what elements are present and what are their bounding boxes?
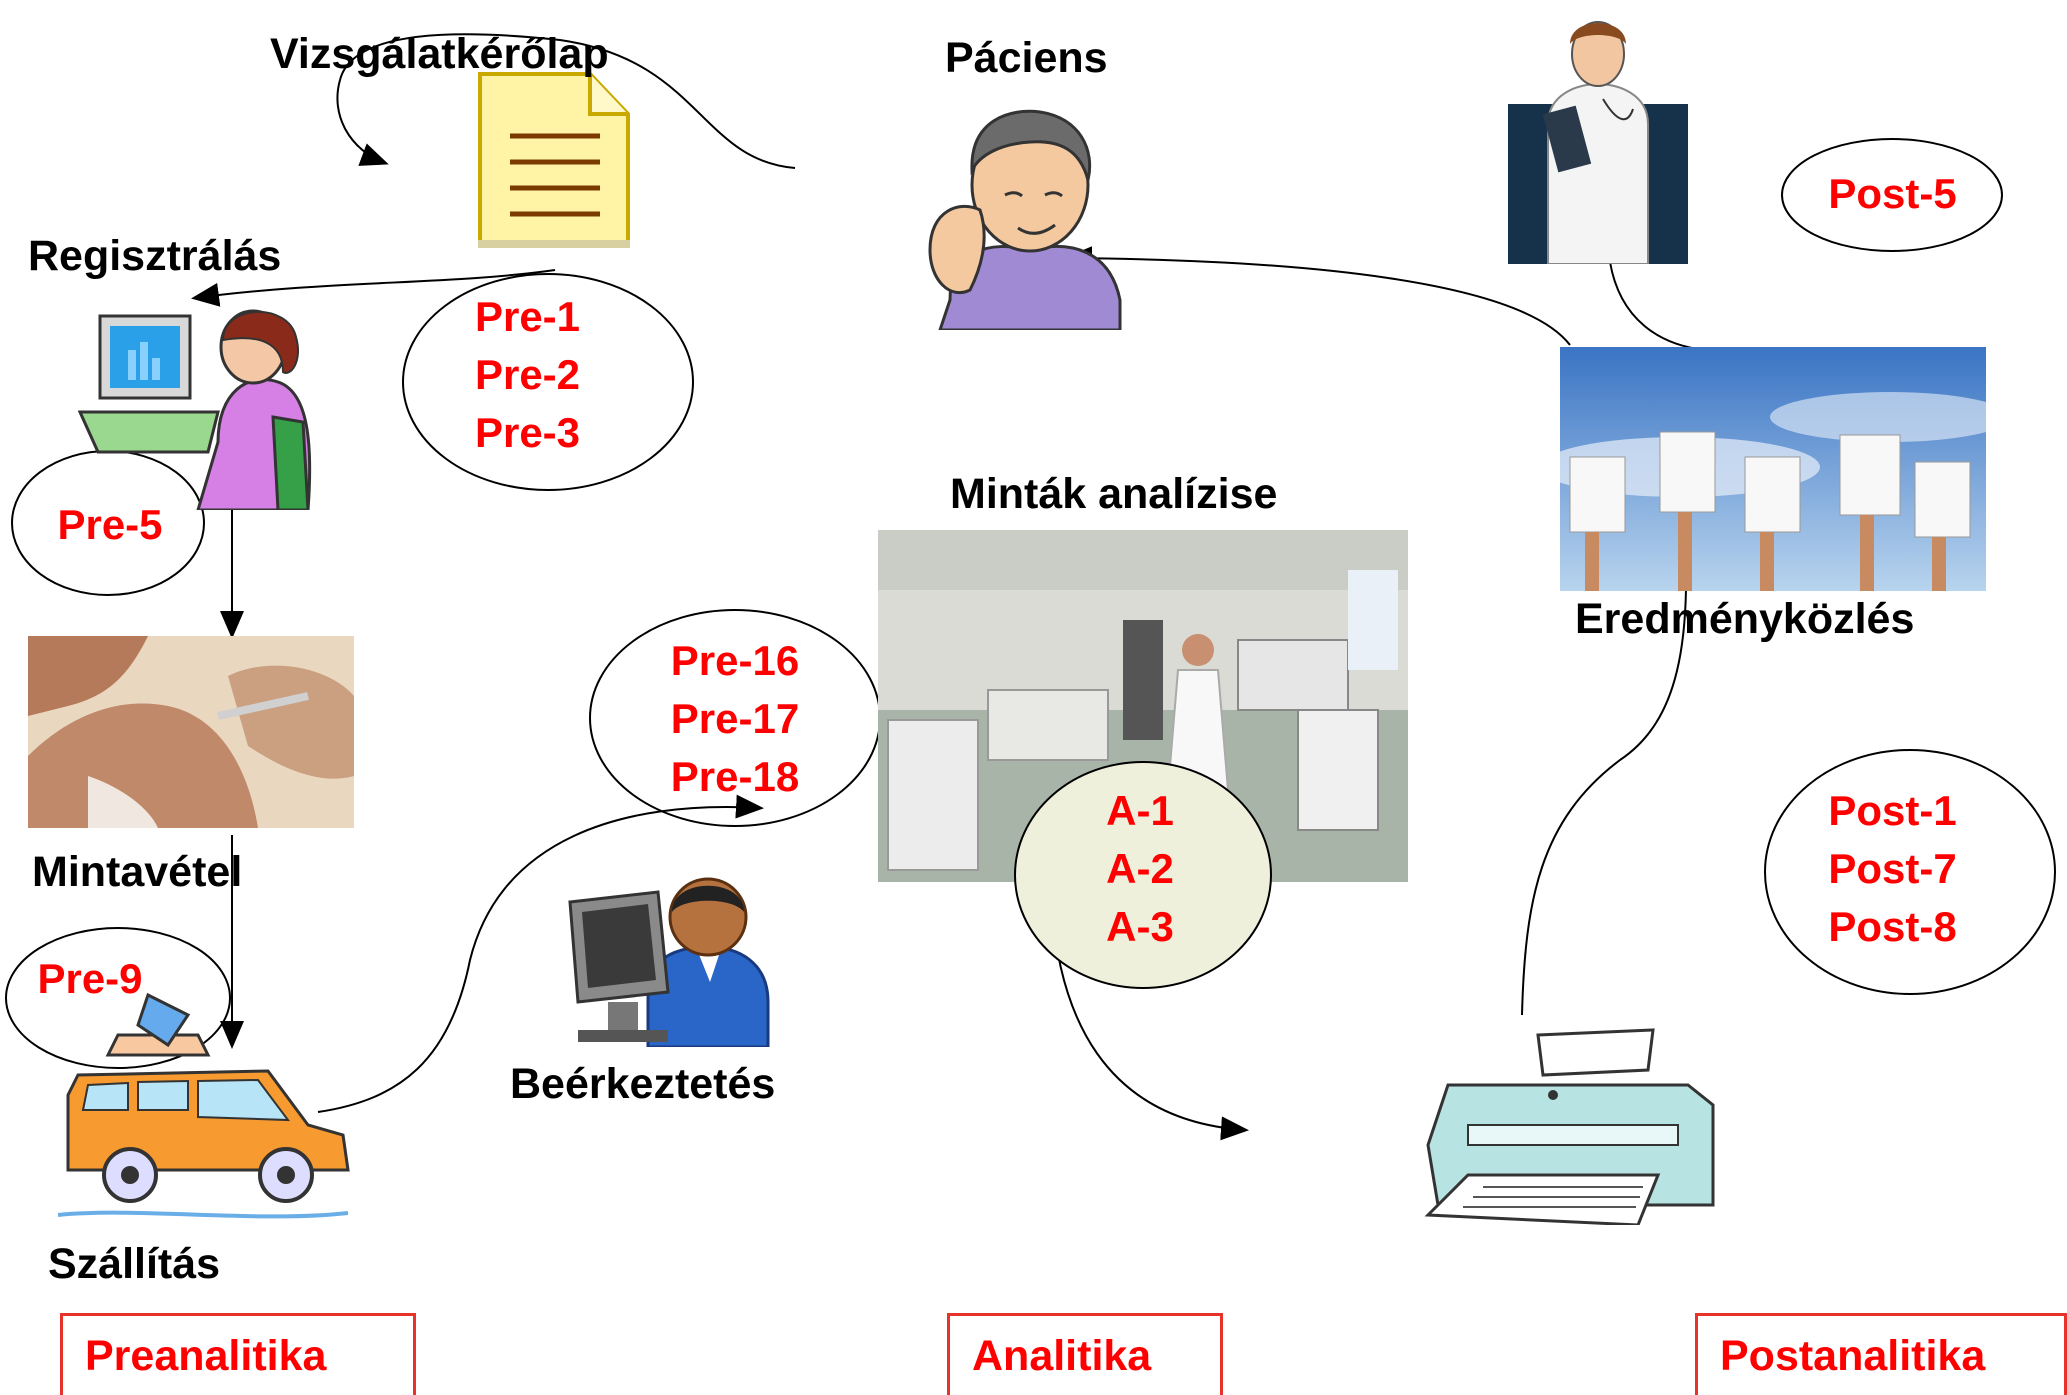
phase-analytics: Analitika (947, 1313, 1223, 1395)
sampling-label: Mintavétel (32, 848, 243, 896)
code-pre-18: Pre-18 (670, 753, 800, 800)
code-pre-9: Pre-9 (37, 955, 143, 1002)
a-codes: A-1 A-2 A-3 (1060, 782, 1220, 956)
code-a-1: A-1 (1106, 787, 1174, 834)
code-pre-3: Pre-3 (474, 409, 581, 456)
document-icon (478, 72, 630, 248)
code-post-1: Post-1 (1828, 787, 1957, 834)
phase-preanalytics: Preanalitika (60, 1313, 416, 1395)
reporting-to-patient-arrow (1064, 246, 1571, 346)
code-pre-17: Pre-17 (670, 695, 800, 742)
analysis-label: Minták analízise (950, 470, 1278, 518)
analytic-codes-bubble (1014, 761, 1272, 989)
code-post-7: Post-7 (1828, 845, 1957, 892)
code-pre-2: Pre-2 (474, 351, 581, 398)
registration-clerk-icon (78, 309, 312, 510)
code-pre-5: Pre-5 (57, 501, 163, 548)
reception-person-icon (568, 877, 770, 1047)
pre-9-ellipse (5, 927, 231, 1069)
pre-16-18-codes: Pre-16 Pre-17 Pre-18 (640, 632, 830, 806)
code-a-2: A-2 (1106, 845, 1174, 892)
printer-to-reporting-arrow (1521, 526, 1699, 1016)
reporting-label: Eredményközlés (1575, 595, 1915, 643)
code-post-8: Post-8 (1828, 903, 1957, 950)
doctor-icon (1508, 21, 1688, 264)
code-post-5: Post-5 (1828, 170, 1957, 217)
pre-1-3-ellipse (402, 273, 694, 491)
patient-to-form-arrow (336, 33, 796, 169)
reception-label: Beérkeztetés (510, 1060, 776, 1108)
request-form-label: Vizsgálatkérőlap (270, 30, 609, 78)
pre-1-3-codes: Pre-1 Pre-2 Pre-3 (440, 288, 615, 462)
blood-draw-photo (28, 636, 354, 828)
registration-label: Regisztrálás (28, 232, 282, 280)
code-a-3: A-3 (1106, 903, 1174, 950)
post-5-ellipse (1781, 138, 2003, 252)
phase-postanalytics: Postanalitika (1695, 1313, 2067, 1395)
transport-car-icon (58, 992, 350, 1219)
post-1-8-ellipse (1764, 749, 2056, 995)
results-reporting-photo (1560, 347, 1986, 591)
post-codes: Post-1 Post-7 Post-8 (1800, 782, 1985, 956)
patient-label: Páciens (945, 34, 1108, 82)
form-to-registration-arrow (191, 269, 556, 307)
transport-to-reception-arrow (317, 794, 764, 1113)
printer-icon (1424, 1028, 1715, 1225)
patient-icon (928, 109, 1122, 330)
transport-label: Szállítás (48, 1240, 221, 1288)
code-pre-1: Pre-1 (474, 293, 581, 340)
code-pre-16: Pre-16 (670, 637, 800, 684)
doctor-to-reporting-line (1609, 261, 1706, 351)
